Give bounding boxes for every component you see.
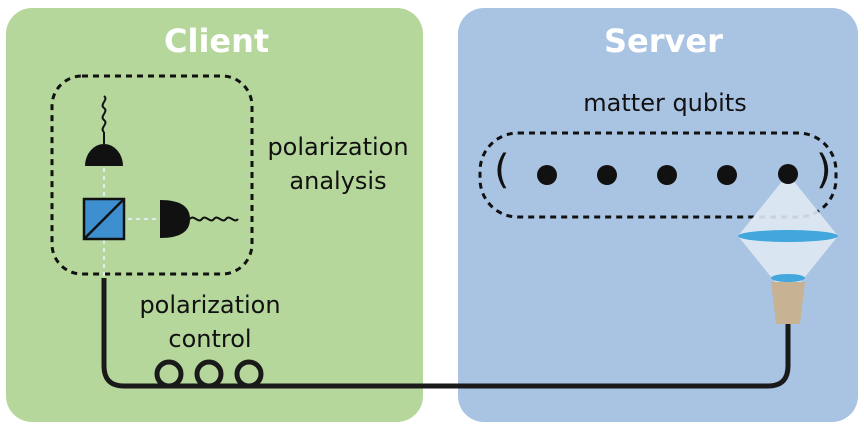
qubit-dot xyxy=(717,165,737,185)
polarization-control-label-line1: polarization xyxy=(139,291,281,319)
detector-top xyxy=(85,144,123,166)
optical-fiber xyxy=(101,278,791,389)
light-cone-lower xyxy=(738,236,838,298)
fiber-tip-lens xyxy=(771,274,805,282)
polarization-analysis-label-line1: polarization xyxy=(267,133,409,161)
qubit-dot xyxy=(597,165,617,185)
fiber-loop xyxy=(194,359,224,389)
fiber-loop xyxy=(154,359,184,389)
client-title: Client xyxy=(164,22,270,60)
fiber-coupler xyxy=(771,282,805,324)
matter-qubits-label: matter qubits xyxy=(583,89,747,117)
qubit-right-paren: ) xyxy=(816,147,832,193)
detector-top-signal-wave xyxy=(101,95,107,133)
analysis-dashed-box xyxy=(50,74,254,276)
polarization-analysis-label-line2: analysis xyxy=(289,167,387,195)
qubit-dot xyxy=(537,165,557,185)
detector-right-body xyxy=(160,200,190,238)
server-title: Server xyxy=(604,22,723,60)
lens xyxy=(738,230,838,242)
fiber-loop xyxy=(234,359,264,389)
detector-right-signal-wave xyxy=(189,216,239,222)
polarization-control-label-line2: control xyxy=(168,325,252,353)
qubits-dashed-box xyxy=(478,131,838,219)
light-cone-upper xyxy=(738,174,788,236)
qubit-left-paren: ( xyxy=(494,147,510,193)
qubit-dot xyxy=(778,164,798,184)
qubit-dot xyxy=(657,165,677,185)
light-cone-upper-right xyxy=(788,174,838,236)
beam-splitter-diagonal xyxy=(83,198,125,240)
